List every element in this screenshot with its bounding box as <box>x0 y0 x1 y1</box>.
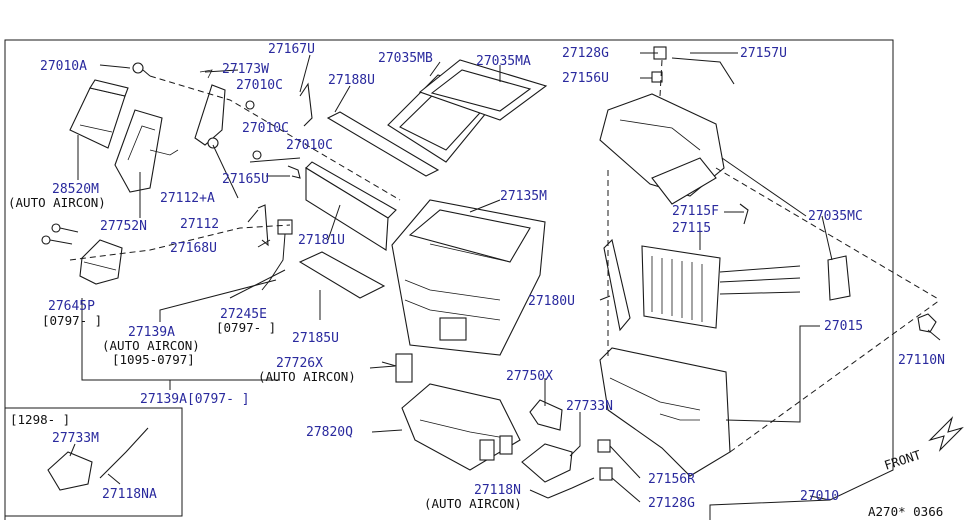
part-27115f-clip <box>739 203 749 225</box>
label-27139a-b: 27139A[0797- ] <box>140 392 250 407</box>
part-27128g-clip-top <box>651 46 667 83</box>
label-27135m: 27135M <box>500 189 547 204</box>
inset-label-27118na: 27118NA <box>102 487 157 502</box>
label-27035mc: 27035MC <box>808 209 863 224</box>
label-27750x: 27750X <box>506 369 553 384</box>
label-27112a: 27112+A <box>160 191 215 206</box>
label-27820q: 27820Q <box>306 425 353 440</box>
label-27173w: 27173W <box>222 62 269 77</box>
part-27820q-duct <box>401 383 521 471</box>
part-27181u-filter <box>305 161 397 251</box>
part-27118n-harness <box>547 477 595 499</box>
label-27645p: 27645P <box>48 299 95 314</box>
label-27645p-date: [0797- ] <box>42 313 102 328</box>
front-arrow-icon <box>928 416 964 452</box>
part-27185u-filter <box>298 251 386 299</box>
part-lower-heater-case <box>599 347 731 477</box>
label-27010c-b: 27010C <box>242 121 289 136</box>
label-27128g-bottom: 27128G <box>648 496 695 511</box>
label-27156u: 27156U <box>562 71 609 86</box>
part-27180u-seal <box>603 238 631 332</box>
diagram-id: A270* 0366 <box>868 504 943 519</box>
label-27010c-c: 27010C <box>286 138 333 153</box>
label-27726x: 27726X <box>276 356 323 371</box>
part-27157u-rod <box>671 57 735 85</box>
label-28520m: 28520M <box>52 182 99 197</box>
label-27010c-a: 27010C <box>236 78 283 93</box>
part-27750x-bracket <box>529 399 563 431</box>
label-27128g-top: 27128G <box>562 46 609 61</box>
label-27139a-note: (AUTO AIRCON) <box>102 338 200 353</box>
screws-left <box>41 223 79 245</box>
label-27185u: 27185U <box>292 331 339 346</box>
label-27115: 27115 <box>672 221 711 236</box>
label-27010a: 27010A <box>40 59 87 74</box>
inset-labels: [1298- ] 27733M 27118NA <box>10 412 157 502</box>
label-27168u: 27168U <box>170 241 217 256</box>
part-27156r-clip <box>597 439 611 453</box>
inset-part-27118na <box>99 427 149 479</box>
part-28520m-module <box>69 79 129 149</box>
label-27118n: 27118N <box>474 483 521 498</box>
label-27188u: 27188U <box>328 73 375 88</box>
label-27165u: 27165U <box>222 172 269 187</box>
label-27180u: 27180U <box>528 294 575 309</box>
part-27115-heater-core <box>641 245 801 329</box>
label-27139a-date: [1095-0797] <box>112 352 195 367</box>
part-27035ma-frame <box>418 59 548 121</box>
label-27035mb: 27035MB <box>378 51 433 66</box>
label-28520m-note: (AUTO AIRCON) <box>8 195 106 210</box>
inset-date-range: [1298- ] <box>10 412 70 427</box>
label-27156r: 27156R <box>648 472 695 487</box>
part-27035mc-grommet <box>827 255 851 301</box>
label-27118n-note: (AUTO AIRCON) <box>424 496 522 511</box>
label-27167u: 27167U <box>268 42 315 57</box>
label-27245e: 27245E <box>220 307 267 322</box>
inset-label-27733m: 27733M <box>52 431 99 446</box>
leader-lines <box>69 52 941 503</box>
label-27010: 27010 <box>800 489 839 504</box>
label-27752n: 27752N <box>100 219 147 234</box>
part-27110n-nut <box>917 313 937 333</box>
part-labels: 27010A 27173W 27010C 27010C 27010C 27167… <box>8 42 945 511</box>
part-27010a-screw <box>132 62 151 77</box>
inset-part-27733m <box>47 451 93 491</box>
label-27245e-date: [0797- ] <box>216 320 276 335</box>
label-27726x-note: (AUTO AIRCON) <box>258 369 356 384</box>
label-27112: 27112 <box>180 217 219 232</box>
label-27157u: 27157U <box>740 46 787 61</box>
inset-box <box>4 407 183 517</box>
part-27188u-seal <box>326 111 440 177</box>
part-27733n-unit <box>521 443 573 483</box>
front-label: FRONT <box>882 447 923 473</box>
part-27135m-case <box>391 199 546 356</box>
label-27733n: 27733N <box>566 399 613 414</box>
label-27115f: 27115F <box>672 204 719 219</box>
label-27181u: 27181U <box>298 233 345 248</box>
part-27645p-amplifier <box>79 239 123 285</box>
guide-lines <box>69 59 941 453</box>
part-levers <box>257 82 313 247</box>
part-27168u-actuator <box>261 219 293 291</box>
part-27726x-sensor <box>381 353 413 383</box>
part-27128g-clip-bottom <box>599 467 613 481</box>
label-27139a: 27139A <box>128 325 175 340</box>
part-upper-heater-case <box>599 93 725 205</box>
label-27110n: 27110N <box>898 353 945 368</box>
label-27035ma: 27035MA <box>476 54 531 69</box>
label-27015: 27015 <box>824 319 863 334</box>
part-27752n-bracket <box>114 109 179 193</box>
